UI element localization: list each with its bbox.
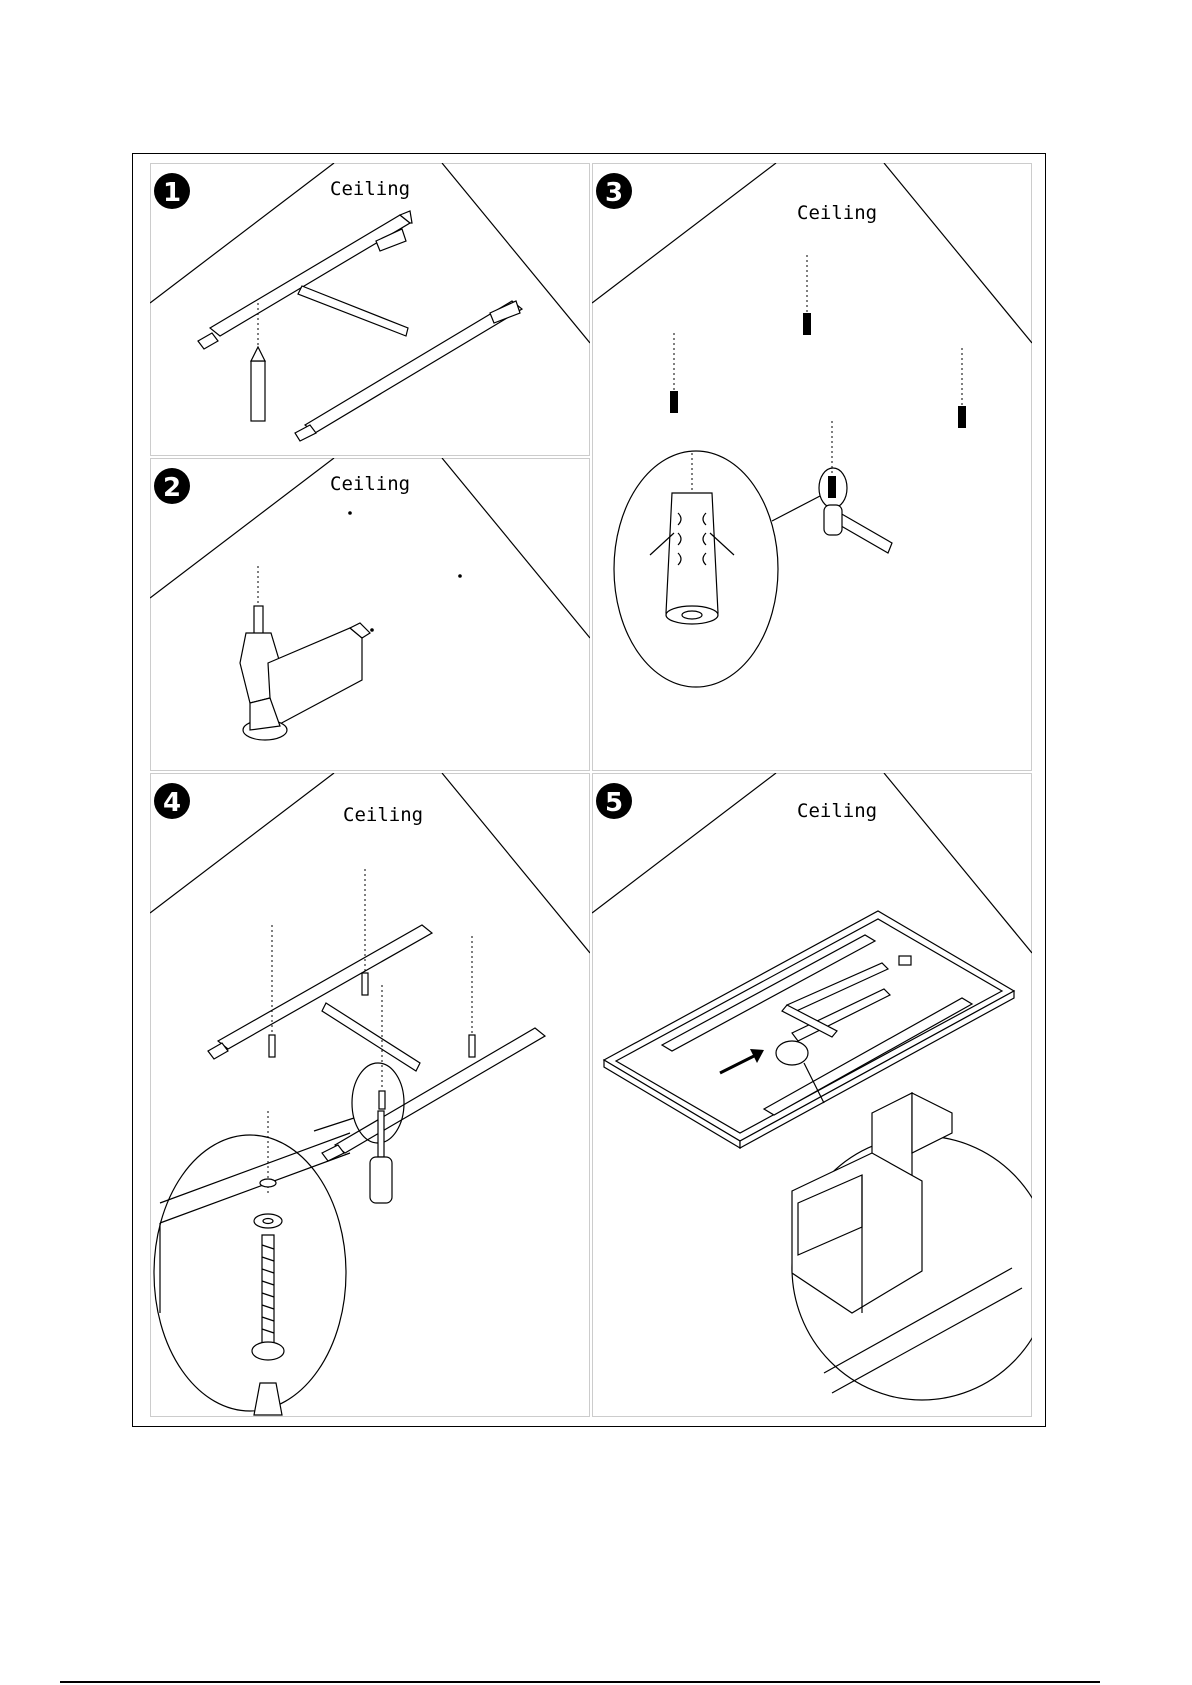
step-4-badge: 4 bbox=[154, 783, 190, 819]
step-4-panel: 4 Ceiling bbox=[150, 773, 590, 1417]
drill-mark bbox=[458, 574, 462, 578]
step-5-panel: 5 Ceiling bbox=[592, 773, 1032, 1417]
step-3-badge: 3 bbox=[596, 173, 632, 209]
pencil-icon bbox=[251, 347, 265, 421]
ceiling-label: Ceiling bbox=[797, 800, 877, 822]
ceiling-label: Ceiling bbox=[797, 202, 877, 224]
step-1-badge: 1 bbox=[154, 173, 190, 209]
svg-text:3: 3 bbox=[605, 178, 623, 208]
ceiling-label: Ceiling bbox=[343, 804, 423, 826]
step-3-panel: 3 Ceiling bbox=[592, 163, 1032, 771]
svg-text:4: 4 bbox=[163, 788, 181, 818]
svg-text:1: 1 bbox=[163, 178, 181, 208]
step-5-badge: 5 bbox=[596, 783, 632, 819]
step-2-panel: 2 Ceiling bbox=[150, 458, 590, 771]
drill-mark bbox=[348, 511, 352, 515]
ceiling-label: Ceiling bbox=[330, 473, 410, 495]
ceiling-label: Ceiling bbox=[330, 178, 410, 200]
svg-text:5: 5 bbox=[605, 788, 623, 818]
footer-rule bbox=[60, 1681, 1100, 1683]
drill-mark bbox=[370, 628, 374, 632]
step-2-badge: 2 bbox=[154, 468, 190, 504]
svg-text:2: 2 bbox=[163, 473, 181, 503]
step-1-panel: 1 Ceiling bbox=[150, 163, 590, 456]
